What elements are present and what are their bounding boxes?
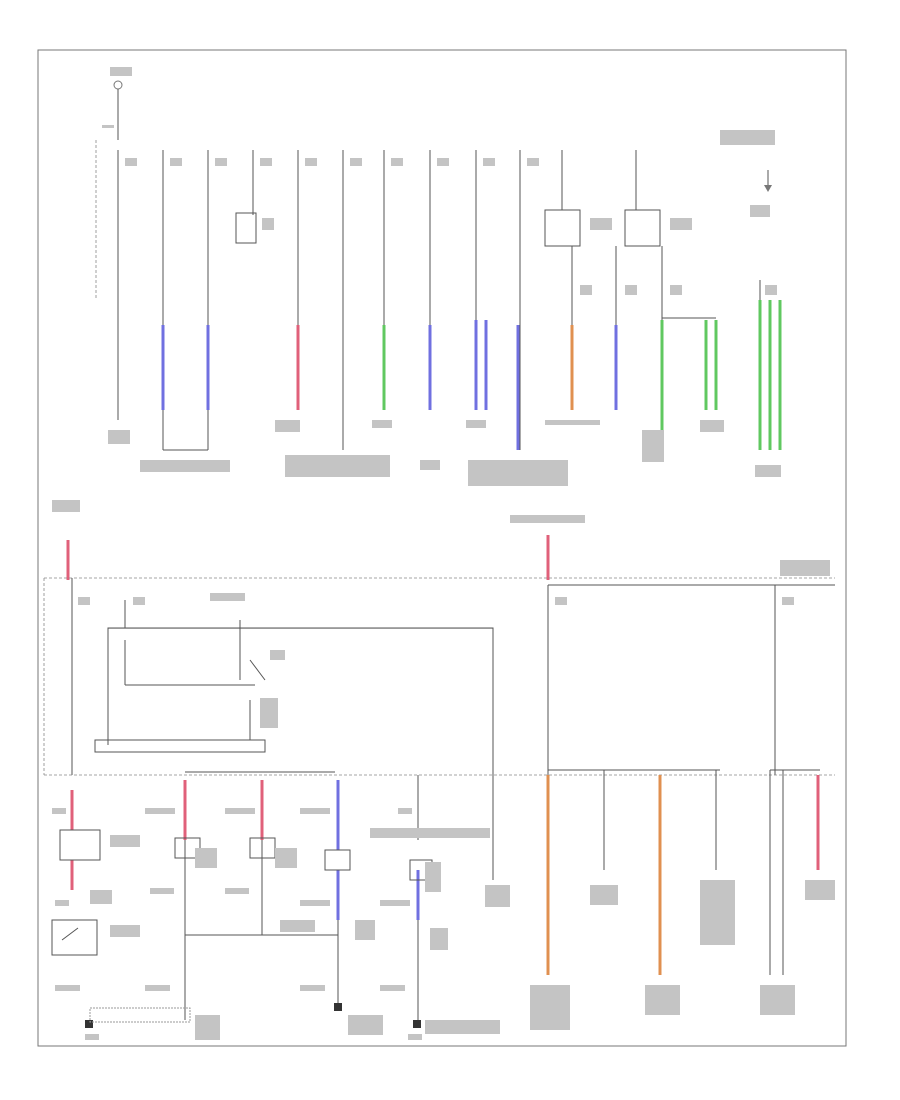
mid-connectors <box>52 500 585 580</box>
diagram-frame <box>37 49 847 1047</box>
top-fuse-branches <box>117 150 521 451</box>
lower-branch-wires <box>70 770 820 1020</box>
mid-right-label <box>780 560 830 576</box>
top-label-blocks <box>102 67 781 486</box>
mid-fuse-area <box>71 578 776 775</box>
top-source-connector <box>113 80 123 140</box>
top-colored-wires <box>161 300 782 450</box>
top-relays <box>544 150 772 325</box>
grounds <box>85 1003 421 1028</box>
lower-label-blocks <box>52 808 835 1040</box>
mid-label-blocks <box>78 593 794 728</box>
